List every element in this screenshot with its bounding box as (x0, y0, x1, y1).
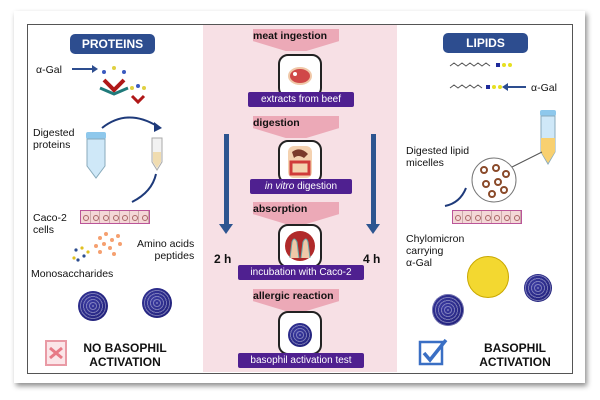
intestinal-villi-icon (278, 224, 322, 268)
caption-rest: digestion (294, 181, 338, 192)
basophil-right-1 (432, 294, 464, 326)
step-digestion: digestion (253, 116, 339, 138)
alpha-gal-label-right: α-Gal (531, 82, 557, 94)
step-allergic-reaction: allergic reaction (253, 289, 339, 311)
caco2-label-left: Caco-2 cells (33, 212, 67, 236)
step-title: allergic reaction (253, 290, 334, 302)
time-4h: 4 h (363, 252, 381, 266)
lipids-header: LIPIDS (443, 33, 528, 53)
basophil-left-2 (142, 288, 172, 318)
digested-proteins-label: Digested proteins (33, 127, 75, 151)
monosaccharides-label: Monosaccharides (31, 268, 114, 280)
digestive-system-icon (278, 140, 322, 184)
time-arrow-right (371, 134, 376, 224)
micelles-label: Digested lipid micelles (406, 145, 470, 169)
caption-extracts-from-beef: extracts from beef (248, 92, 354, 107)
tubes-icon (86, 116, 163, 203)
time-arrow-left (224, 134, 229, 224)
basophil-icon (278, 311, 322, 355)
proteins-header: PROTEINS (70, 34, 155, 54)
amino-acids-dots (72, 232, 122, 262)
no-basophil-activation-label: NO BASOPHIL ACTIVATION (83, 341, 167, 369)
glycolipid-icons (449, 62, 526, 91)
caption-italic: in vitro (264, 181, 295, 192)
basophil-activation-label: BASOPHIL ACTIVATION (479, 341, 551, 369)
micelles-tube-icon (444, 110, 556, 207)
alpha-gal-label-left: α-Gal (36, 64, 62, 76)
caco2-cells-left (80, 210, 150, 224)
time-2h: 2 h (214, 252, 232, 266)
chylomicron-icon (467, 256, 509, 298)
glycoprotein-icon (72, 65, 146, 105)
caco2-cells-right (452, 210, 522, 224)
step-title: meat ingestion (253, 30, 328, 42)
caption-in-vitro-digestion: in vitro digestion (250, 179, 352, 194)
step-meat-ingestion: meat ingestion (253, 29, 339, 51)
x-box-icon (45, 340, 67, 366)
amino-acids-label: Amino acids peptides (137, 238, 195, 262)
step-absorption: absorption (253, 202, 339, 224)
arrowhead-right (366, 224, 380, 234)
basophil-left-1 (78, 291, 108, 321)
checkbox-checked-icon (418, 338, 448, 366)
caption-basophil-activation-test: basophil activation test (238, 353, 364, 368)
step-title: absorption (253, 203, 308, 215)
caption-incubation-caco2: incubation with Caco-2 (238, 265, 364, 280)
chylomicron-label: Chylomicron carrying α-Gal (406, 233, 465, 269)
basophil-right-2 (524, 274, 552, 302)
basophil-cell (288, 323, 312, 347)
step-title: digestion (253, 117, 300, 129)
arrowhead-left (219, 224, 233, 234)
